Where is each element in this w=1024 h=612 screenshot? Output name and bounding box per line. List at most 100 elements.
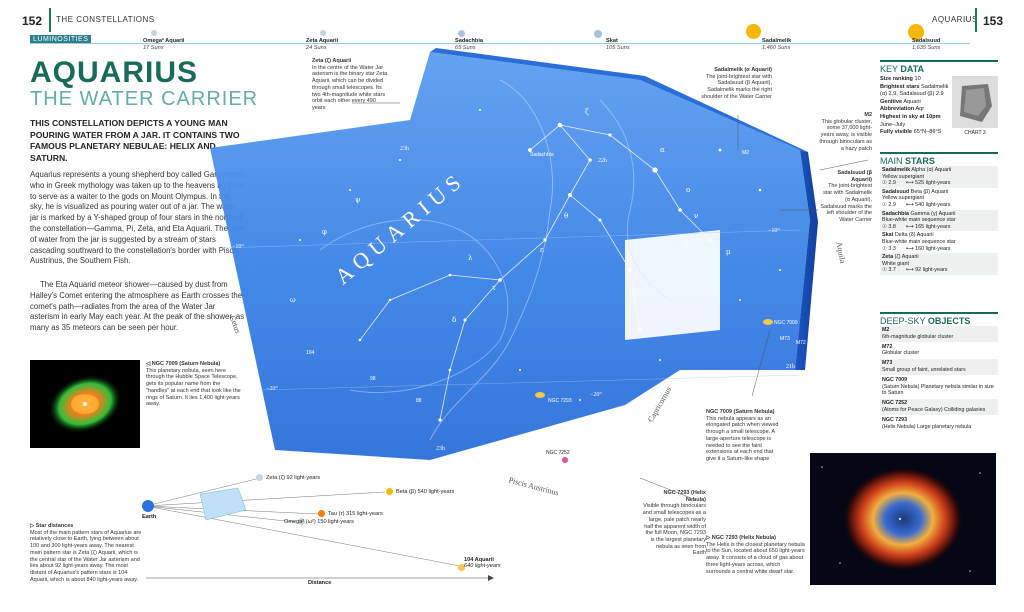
ra-22h-bottom: 22h [614, 464, 623, 470]
marker-ngc7009 [763, 319, 773, 325]
ra-23h-top: 23h [400, 146, 409, 152]
lum-dot-skat [594, 30, 602, 38]
sky-panel [210, 52, 810, 460]
saturn-caption: ◁ NGC 7009 (Saturn Nebula) This planetar… [146, 361, 241, 408]
star-label-psi: ψ [355, 196, 361, 204]
page-subtitle: THE WATER CARRIER [30, 88, 259, 110]
label-ngc7009: NGC 7009 [774, 320, 798, 326]
constellation-chart [200, 40, 840, 480]
page-title: AQUARIUS [30, 56, 199, 89]
main-star-skat: Skat Delta (δ) Aquarii Blue-white main s… [882, 232, 956, 252]
deep-sky-ngc7009: NGC 7009(Saturn Nebula) Planetary nebula… [880, 376, 998, 400]
dec-minus10-left: −10° [232, 244, 244, 250]
dist-dot-omega2 [298, 518, 305, 525]
star-label-alpha: α [660, 146, 665, 154]
star-label-delta: δ [452, 316, 457, 324]
label-m2: M2 [742, 150, 749, 156]
right-page-number: 153 [983, 14, 1004, 28]
body-paragraph-1: Aquarius represents a young shepherd boy… [30, 170, 245, 266]
lum-dot-sadalmelik [746, 24, 761, 39]
star-label-98: 98 [370, 376, 376, 382]
star-label-theta: θ [564, 212, 569, 220]
distance-diagram [145, 477, 494, 581]
earth-label: Earth [142, 514, 157, 520]
ra-21h-right: 21h [786, 364, 795, 370]
ra-22h-top: 22h [598, 158, 607, 164]
sadalsuud-annotation: Sadalsuud (β Aquarii) The joint-brightes… [820, 170, 872, 223]
main-star-sadachbia: Sadachbia Gamma (γ) Aquarii Blue-white m… [880, 209, 998, 232]
ra-23h-bottom: 23h [436, 446, 445, 452]
sadalmelik-annotation: Sadalmelik (α Aquarii) The joint-brighte… [701, 67, 772, 100]
body-paragraph-2: The Eta Aquarid meteor shower—caused by … [30, 280, 245, 333]
label-ngc7293: NGC 7293 [548, 398, 572, 404]
left-page-number: 152 [22, 14, 43, 28]
saturn-nebula-image [30, 360, 140, 448]
star-label-epsilon: ε [540, 246, 544, 254]
intro-text: THIS CONSTELLATION DEPICTS A YOUNG MAN P… [30, 118, 240, 163]
left-running-head: THE CONSTELLATIONS [56, 15, 155, 24]
kd-fully-visible: Fully visible 65°N–86°S [880, 129, 942, 136]
star-label-nu: ν [694, 212, 699, 220]
dist-dot-beta [386, 488, 393, 495]
label-m72: M72 [796, 340, 806, 346]
distance-axis-label: Distance [308, 580, 332, 586]
luminosities-axis [30, 43, 970, 44]
kd-abbreviation: Abbreviation Aqr [880, 106, 925, 113]
star-distances-caption: ▷ Star distances Most of the main patter… [30, 523, 142, 583]
kd-genitive: Genitive Aquarii [880, 98, 921, 105]
earth-icon [142, 500, 154, 512]
dec-minus20-right: −20° [590, 392, 602, 398]
dec-minus20-left: −20° [266, 386, 278, 392]
m2-annotation: M2 This globular cluster, some 37,000 li… [819, 112, 872, 152]
main-star-sadalsuud: Sadalsuud Beta (β) Aquarii Yellow superg… [882, 188, 951, 208]
ngc7293-annotation: NGC 7293 (Helix Nebula) Visible through … [642, 490, 706, 557]
star-label-omicron: ο [686, 186, 691, 194]
deep-sky-ngc7252: NGC 7252(Atoms for Peace Galaxy) Collidi… [880, 399, 998, 416]
star-label-omega: ω [290, 296, 296, 304]
main-stars-heading: MAIN STARS [880, 152, 998, 166]
chart-cutout [625, 230, 720, 340]
star-label-iota: ι [652, 282, 655, 290]
star-label-tau: τ [492, 284, 496, 292]
star-label-88: 88 [416, 398, 422, 404]
star-label-beta: β [684, 240, 689, 248]
key-data-heading: KEY DATA [880, 60, 998, 74]
star-label-104: 104 [306, 350, 315, 356]
star-label-lambda: λ [468, 254, 473, 262]
right-margin-rule [975, 8, 977, 32]
kd-size-ranking: Size ranking 10 [880, 76, 921, 82]
ngc7009-annotation: NGC 7009 (Saturn Nebula) This nebula app… [706, 409, 779, 462]
lum-dot-omega2 [151, 30, 157, 36]
label-ngc7252: NGC 7252 [546, 450, 570, 456]
chart-ref: CHART 3 [964, 130, 986, 136]
star-label-mu: μ [726, 248, 731, 256]
left-margin-rule [49, 8, 51, 32]
label-m73: M73 [780, 336, 790, 342]
dist-dot-104 [458, 564, 465, 571]
marker-ngc7293 [535, 392, 545, 398]
lum-dot-sadachbia [458, 30, 465, 37]
deep-sky-ngc7293: NGC 7293(Helix Nebula) Large planetary n… [880, 416, 998, 433]
panel-edge [795, 150, 818, 370]
marker-ngc7252 [562, 457, 568, 463]
star-label-zeta: ζ [585, 108, 589, 116]
main-stars-panel: MAIN STARS Sadalmelik Alpha (α) Aquarii … [880, 152, 998, 275]
dist-beta: Beta (β) 540 light-years [396, 489, 455, 495]
deep-sky-heading: DEEP-SKY OBJECTS [880, 312, 998, 326]
dist-zeta: Zeta (ζ) 92 light-years [266, 475, 321, 481]
helix-nebula-image [810, 453, 996, 585]
luminosities-label: LUMINOSITIES [30, 35, 92, 44]
dist-dot-tau [318, 510, 325, 517]
kd-highest: Highest in sky at 10pm June–July [880, 113, 941, 128]
helix-caption: ▷ NGC 7293 (Helix Nebula) The Helix is t… [706, 535, 805, 575]
lum-dot-sadalsuud [908, 24, 924, 40]
lum-dot-zeta [320, 30, 326, 36]
